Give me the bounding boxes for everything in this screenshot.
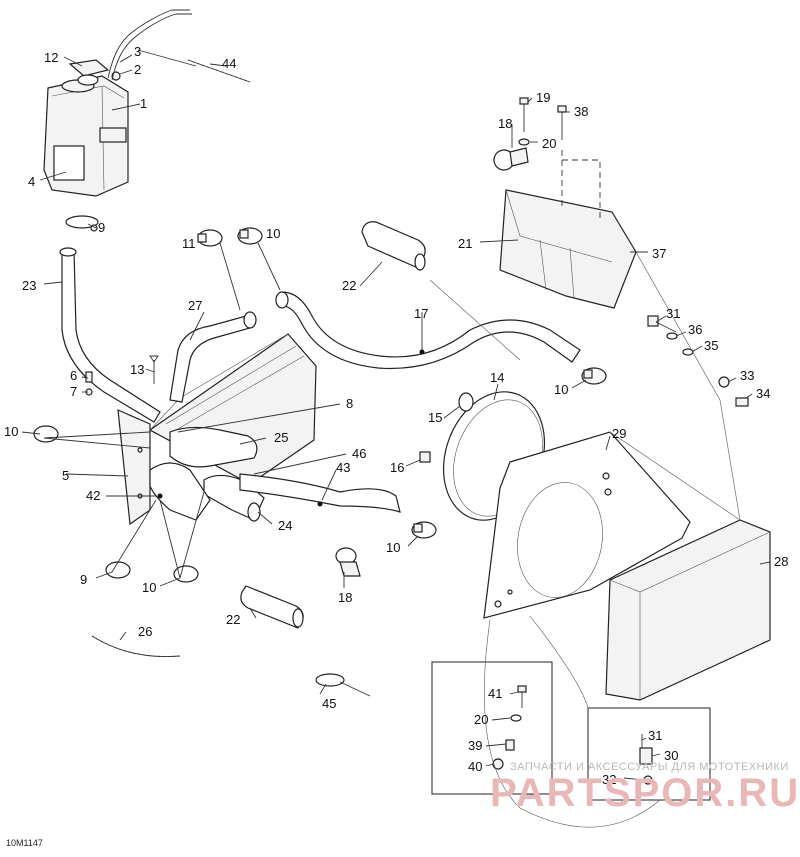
callout-15: 15 [428,410,442,425]
callout-1: 1 [140,96,147,111]
callout-37: 37 [652,246,666,261]
spacer-15 [458,392,474,412]
hose-clamp-10-mid [411,521,437,539]
callout-2: 2 [134,62,141,77]
callout-13: 13 [130,362,144,377]
hose-clamp-10-right [581,367,607,385]
callout-10-left: 10 [4,424,18,439]
callout-22-top: 22 [342,278,356,293]
callout-16: 16 [390,460,404,475]
hose-clamps-9-10-bottom [33,425,199,583]
hose-clamp-9-top [65,215,99,232]
callout-46: 46 [352,446,366,461]
callout-30: 30 [664,748,678,763]
bolt-19 [519,97,529,132]
callout-31-detail: 31 [648,728,662,743]
bracket-5 [117,409,151,526]
coolant-reservoir [43,75,129,197]
hose-17 [275,291,581,370]
callout-labels: 12 3 2 44 1 4 9 11 10 23 22 27 17 13 6 7… [4,44,788,787]
spiral-sleeve-26 [91,635,181,657]
nut-33 [718,376,730,388]
callout-31-right: 31 [666,306,680,321]
hose-clamp-11 [197,229,223,247]
callout-26: 26 [138,624,152,639]
callout-45: 45 [322,696,336,711]
watermark-tagline: ЗАПЧАСТИ И АКСЕССУАРЫ ДЛЯ МОТОТЕХНИКИ [510,761,789,773]
callout-4: 4 [28,174,35,189]
detail-box-left [431,661,553,795]
bolt-13 [149,355,159,384]
callout-44: 44 [222,56,236,71]
callout-19: 19 [536,90,550,105]
callout-10-bottom: 10 [142,580,156,595]
p-clamp-18-bottom [335,547,361,577]
detail-box-right [587,707,711,801]
callout-10-top: 10 [266,226,280,241]
callout-20-top: 20 [542,136,556,151]
callout-10-right: 10 [554,382,568,397]
callout-14: 14 [490,370,504,385]
hose-clamp-10-top [237,227,263,245]
callout-24: 24 [278,518,292,533]
callout-42: 42 [86,488,100,503]
callout-8: 8 [346,396,353,411]
callout-17: 17 [414,306,428,321]
callout-12: 12 [44,50,58,65]
callout-29: 29 [612,426,626,441]
bolt-38 [557,105,567,140]
callout-20-bottom: 20 [474,712,488,727]
sleeve-22-bottom [240,585,304,629]
cable-tie-45 [315,673,371,697]
callout-7: 7 [70,384,77,399]
callout-36: 36 [688,322,702,337]
hose-25 [169,426,258,468]
callout-41: 41 [488,686,502,701]
callout-32: 32 [602,772,616,787]
callout-23: 23 [22,278,36,293]
spiral-sleeve-44 [187,59,251,83]
grommet-16 [419,451,431,463]
washer-36 [666,332,678,340]
callout-35: 35 [704,338,718,353]
figure-code: 10M1147 [6,838,43,848]
callout-25: 25 [274,430,288,445]
bolt-34 [735,397,749,407]
hose-23 [59,247,161,423]
callout-39: 39 [468,738,482,753]
callout-27: 27 [188,298,202,313]
leader-lines [21,49,771,781]
callout-40: 40 [468,759,482,774]
hose-27 [169,311,257,403]
callout-38: 38 [574,104,588,119]
callout-9-bottom: 9 [80,572,87,587]
callout-43: 43 [336,460,350,475]
hose-43 [239,473,401,513]
callout-10-mid: 10 [386,540,400,555]
washer-20 [518,138,530,146]
callout-5: 5 [62,468,69,483]
callout-34: 34 [756,386,770,401]
p-clamp-18-top [493,147,529,171]
callout-3: 3 [134,44,141,59]
callout-6: 6 [70,368,77,383]
sleeve-22-top [361,221,426,271]
bracket-37 [499,189,637,309]
callout-11: 11 [182,236,196,251]
small-fitting-2 [111,71,121,81]
callout-22-bottom: 22 [226,612,240,627]
hose-42 [149,462,211,521]
callout-18-top: 18 [498,116,512,131]
callout-28: 28 [774,554,788,569]
callout-9-top: 9 [98,220,105,235]
callout-18-bottom: 18 [338,590,352,605]
overflow-hose-3 [107,9,192,81]
watermark: ЗАПЧАСТИ И АКСЕССУАРЫ ДЛЯ МОТОТЕХНИКИ PA… [490,761,800,815]
callout-21: 21 [458,236,472,251]
fan-shroud-29 [483,431,691,619]
reservoir-cap [68,59,110,86]
callout-33: 33 [740,368,754,383]
watermark-brand: PARTSPOR.RU [490,771,800,815]
